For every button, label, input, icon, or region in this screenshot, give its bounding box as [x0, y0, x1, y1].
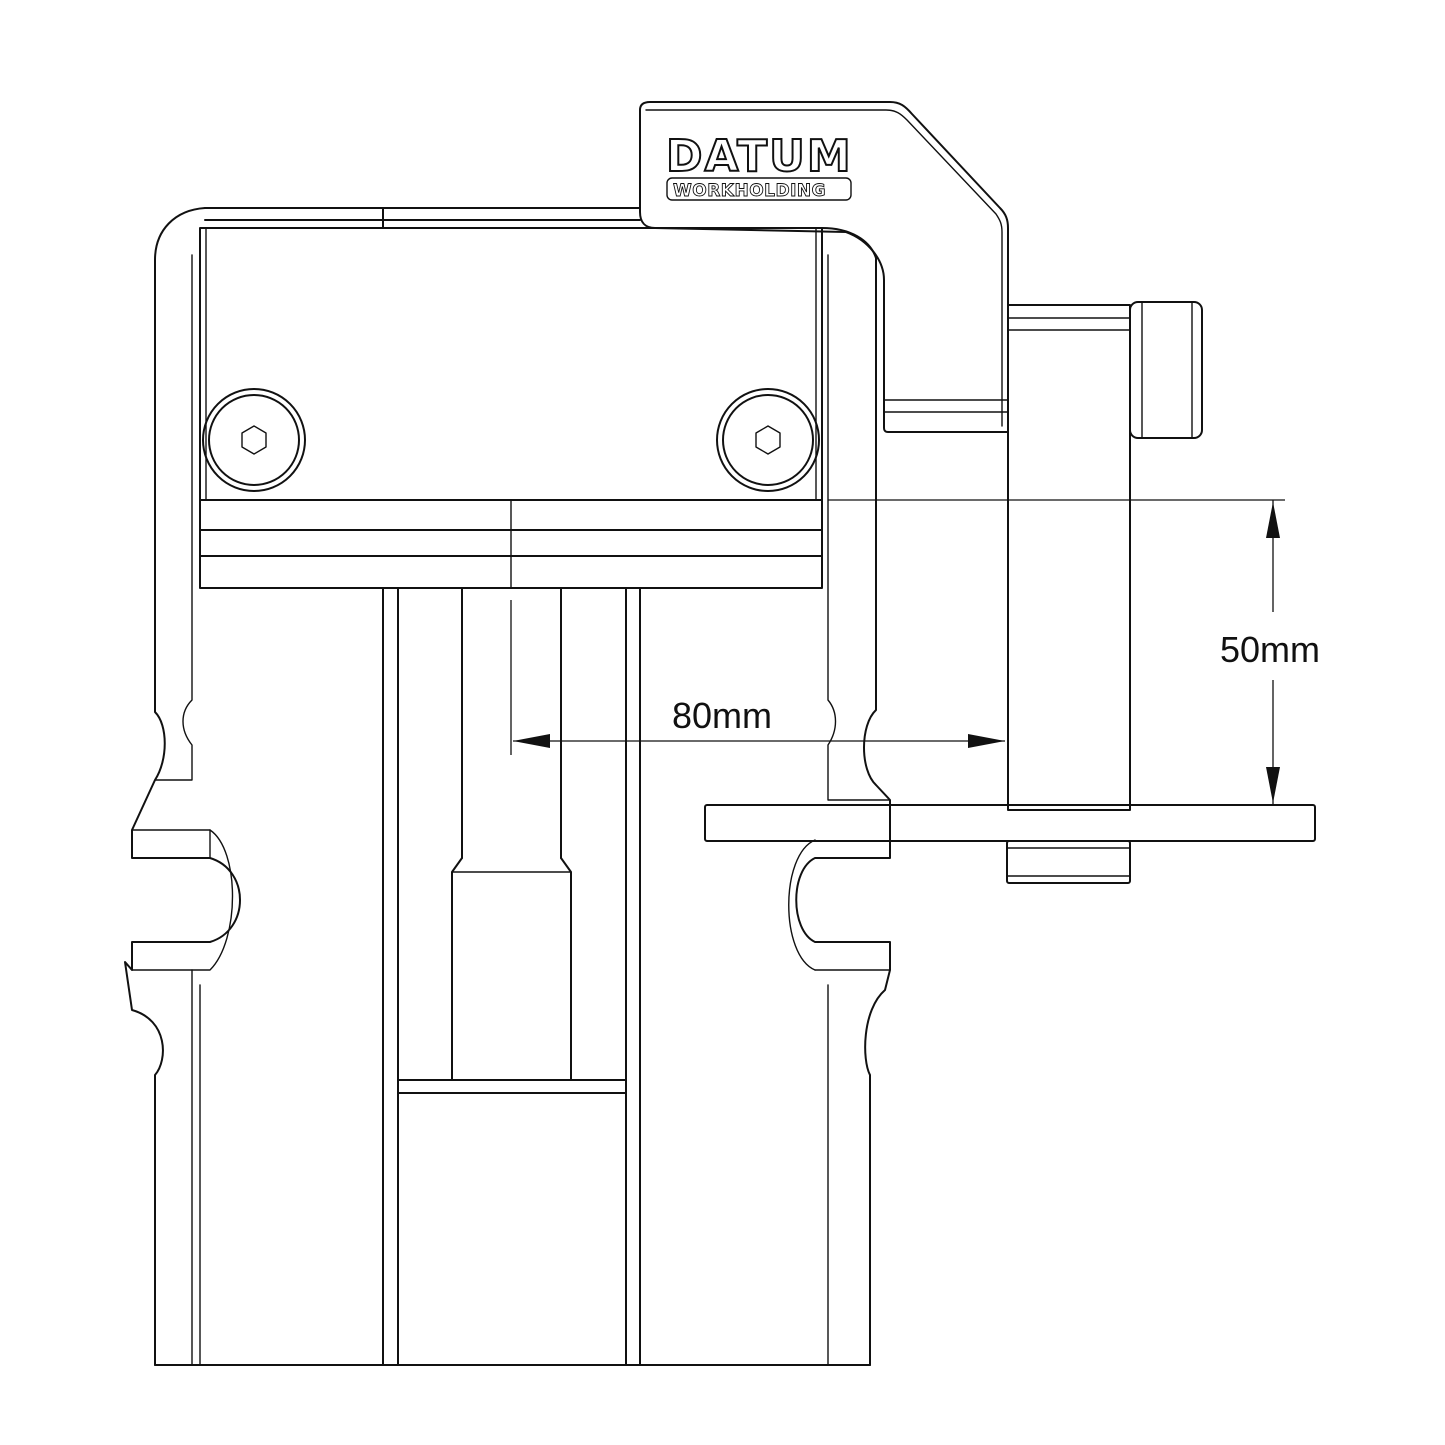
vise-top-rail — [204, 207, 641, 229]
vise-right-inner-profile — [827, 254, 891, 801]
vise-right-inner-lower — [814, 969, 891, 1366]
clamp-arm-outline — [639, 101, 1009, 433]
jaw-plate — [199, 227, 823, 501]
vise-left-inner-profile — [154, 254, 193, 781]
vise-left-inner-lower — [191, 829, 211, 1366]
vise-left-notch — [131, 829, 234, 971]
datum-logo: DATUM WORKHOLDING — [665, 130, 853, 201]
dimension-width-label: 80mm — [672, 695, 772, 736]
clamp-knob — [1129, 301, 1203, 439]
jaw-block — [199, 227, 823, 589]
vise-body — [124, 207, 891, 1366]
vise-left-outer-profile — [124, 207, 241, 1366]
base-plate-nut — [1006, 840, 1131, 884]
clamp-shaft — [1007, 304, 1131, 811]
dimension-width: 80mm — [510, 600, 1005, 755]
right-socket-bolt — [716, 388, 820, 492]
logo-sub-frame — [666, 177, 852, 201]
dimension-height: 50mm — [828, 499, 1335, 805]
logo-sub-text: WORKHOLDING — [673, 181, 826, 201]
clamp-screw — [1007, 301, 1203, 811]
center-slide — [154, 587, 871, 1366]
left-socket-bolt — [202, 388, 306, 492]
dimension-height-label: 50mm — [1220, 629, 1320, 670]
logo-brand-text: DATUM — [666, 131, 853, 182]
vise-right-notch — [788, 839, 816, 971]
base-plate — [704, 804, 1316, 884]
clamp-arm: DATUM WORKHOLDING — [639, 101, 1009, 433]
vise-right-outer-profile — [795, 227, 891, 1366]
